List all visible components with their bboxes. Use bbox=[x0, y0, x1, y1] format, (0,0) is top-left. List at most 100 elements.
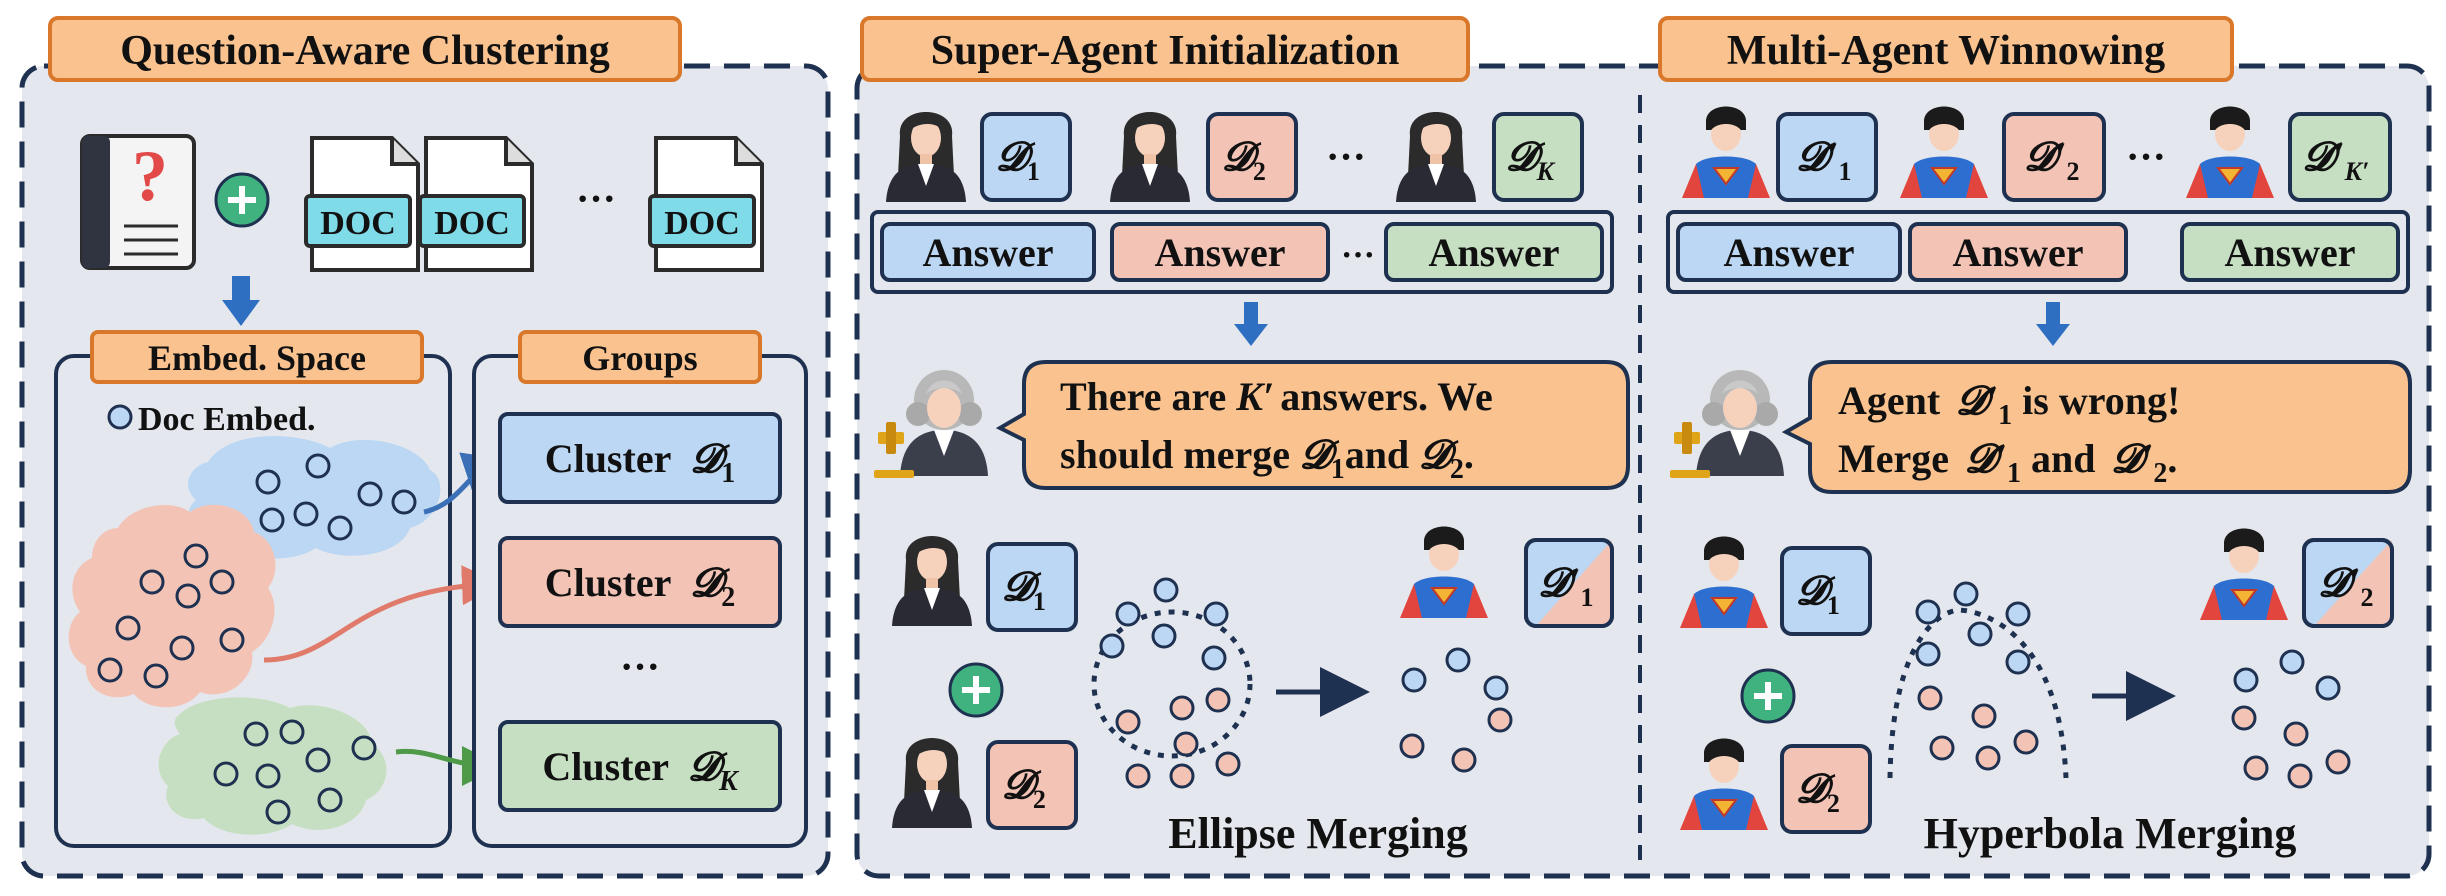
data-point bbox=[2233, 667, 2259, 693]
title-init-text: Super-Agent Initialization bbox=[931, 28, 1400, 74]
title-clustering: Question-Aware Clustering bbox=[48, 16, 682, 82]
doc-embed-legend: Doc Embed. bbox=[138, 401, 316, 438]
svg-text:𝓓′2: 𝓓′2 bbox=[2319, 560, 2374, 612]
cluster-subscript: K bbox=[718, 766, 740, 797]
svg-text:Answer: Answer bbox=[1723, 230, 1854, 275]
cluster-box-1: Cluster 𝓓1 bbox=[498, 412, 782, 504]
svg-text:𝓓′K′: 𝓓′K′ bbox=[2303, 134, 2370, 186]
embed-points bbox=[97, 453, 417, 825]
plus-icon bbox=[948, 662, 1004, 718]
data-point bbox=[1115, 601, 1141, 627]
data-point bbox=[1205, 687, 1231, 713]
svg-text:There are K′answers. We: There are K′answers. We bbox=[1060, 374, 1493, 419]
data-point bbox=[2315, 675, 2341, 701]
data-point bbox=[293, 501, 319, 527]
data-point bbox=[317, 787, 343, 813]
down-arrow-icon bbox=[222, 276, 260, 326]
data-point bbox=[139, 569, 165, 595]
down-arrow-icon bbox=[1234, 302, 1268, 346]
data-point bbox=[1917, 685, 1943, 711]
data-point bbox=[259, 507, 285, 533]
agent-tag-k: 𝓓K bbox=[1492, 112, 1584, 202]
doc-icon-3: DOC bbox=[648, 136, 764, 272]
data-point bbox=[143, 663, 169, 689]
answers-row-init bbox=[870, 210, 1614, 294]
merge-tag-bottom-init: 𝓓2 bbox=[986, 740, 1078, 830]
title-winnow: Multi-Agent Winnowing bbox=[1658, 16, 2234, 82]
data-point bbox=[1169, 763, 1195, 789]
data-point bbox=[279, 719, 305, 745]
data-point bbox=[1971, 703, 1997, 729]
ellipse-result-points bbox=[1399, 647, 1513, 773]
data-point bbox=[351, 735, 377, 761]
data-point bbox=[243, 721, 269, 747]
data-point bbox=[97, 657, 123, 683]
svg-text:Answer: Answer bbox=[922, 230, 1053, 275]
data-point bbox=[183, 543, 209, 569]
data-point bbox=[1125, 763, 1151, 789]
cluster-blob-red bbox=[68, 504, 276, 708]
doc-ellipsis: ··· bbox=[576, 176, 616, 221]
data-point bbox=[1151, 623, 1177, 649]
agent-tag-1: 𝓓1 bbox=[980, 112, 1072, 202]
data-point bbox=[1451, 747, 1477, 773]
title-clustering-text: Question-Aware Clustering bbox=[120, 28, 610, 74]
data-point bbox=[219, 627, 245, 653]
agent-tag-2: 𝓓2 bbox=[1206, 112, 1298, 202]
doc-icon-1: DOC bbox=[304, 136, 420, 272]
svg-text:𝓓′1: 𝓓′1 bbox=[1539, 560, 1594, 612]
data-point bbox=[327, 515, 353, 541]
data-point bbox=[2325, 749, 2351, 775]
data-point bbox=[2013, 729, 2039, 755]
speech-bubble-init: There are K′answers. We should merge 𝓓1a… bbox=[995, 360, 1630, 490]
answer-box-2: Answer bbox=[1110, 222, 1330, 282]
svg-text:Answer: Answer bbox=[1952, 230, 2083, 275]
data-point bbox=[1203, 601, 1229, 627]
hyperbola-points bbox=[1915, 581, 2039, 771]
winnow-tag-2: 𝓓′2 bbox=[2002, 112, 2106, 202]
data-point bbox=[1215, 751, 1241, 777]
merge-result-tag-init: 𝓓′1 bbox=[1524, 538, 1614, 628]
data-point bbox=[2243, 755, 2269, 781]
question-mark-icon: ? bbox=[132, 136, 168, 216]
svg-text:Cluster 𝓓2: Cluster 𝓓2 bbox=[545, 560, 736, 613]
groups-title: Groups bbox=[518, 330, 762, 384]
cluster-subscript: 1 bbox=[721, 458, 735, 489]
data-point bbox=[1153, 577, 1179, 603]
data-point bbox=[175, 583, 201, 609]
hyperbola-merging-caption: Hyperbola Merging bbox=[1924, 809, 2297, 858]
data-point bbox=[265, 799, 291, 825]
winnow-tag-1: 𝓓′1 bbox=[1776, 112, 1878, 202]
data-point bbox=[209, 569, 235, 595]
doc-label: DOC bbox=[664, 205, 740, 242]
data-point bbox=[305, 453, 331, 479]
data-point bbox=[255, 469, 281, 495]
data-point bbox=[1929, 735, 1955, 761]
data-point bbox=[2231, 705, 2257, 731]
ellipse-merging-caption: Ellipse Merging bbox=[1168, 809, 1467, 858]
svg-text:Agent 𝓓′1 is wrong!: Agent 𝓓′1 is wrong! bbox=[1838, 378, 2180, 431]
cluster-word: Cluster bbox=[542, 744, 668, 789]
answers-row-winnow bbox=[1666, 210, 2410, 294]
data-point bbox=[391, 489, 417, 515]
down-arrow-icon bbox=[2036, 302, 2070, 346]
red-cluster-arrow bbox=[263, 565, 502, 663]
data-point bbox=[305, 747, 331, 773]
hyperbola-result-points bbox=[2231, 649, 2351, 789]
doc-embed-legend-icon bbox=[107, 404, 133, 430]
svg-text:Answer: Answer bbox=[2224, 230, 2355, 275]
svg-text:should merge 𝓓1and 𝓓2.: should merge 𝓓1and 𝓓2. bbox=[1060, 432, 1474, 485]
doc-icon-2: DOC bbox=[418, 136, 534, 272]
data-point bbox=[1169, 695, 1195, 721]
svg-text:Groups: Groups bbox=[582, 338, 697, 378]
embed-space-title: Embed. Space bbox=[90, 330, 424, 384]
data-point bbox=[1483, 675, 1509, 701]
plus-icon bbox=[1740, 668, 1796, 724]
data-point bbox=[2005, 601, 2031, 627]
groups-ellipsis: ··· bbox=[620, 644, 660, 689]
plus-icon bbox=[214, 172, 270, 228]
cluster-word: Cluster bbox=[545, 436, 671, 481]
title-init: Super-Agent Initialization bbox=[860, 16, 1470, 82]
data-point bbox=[169, 635, 195, 661]
